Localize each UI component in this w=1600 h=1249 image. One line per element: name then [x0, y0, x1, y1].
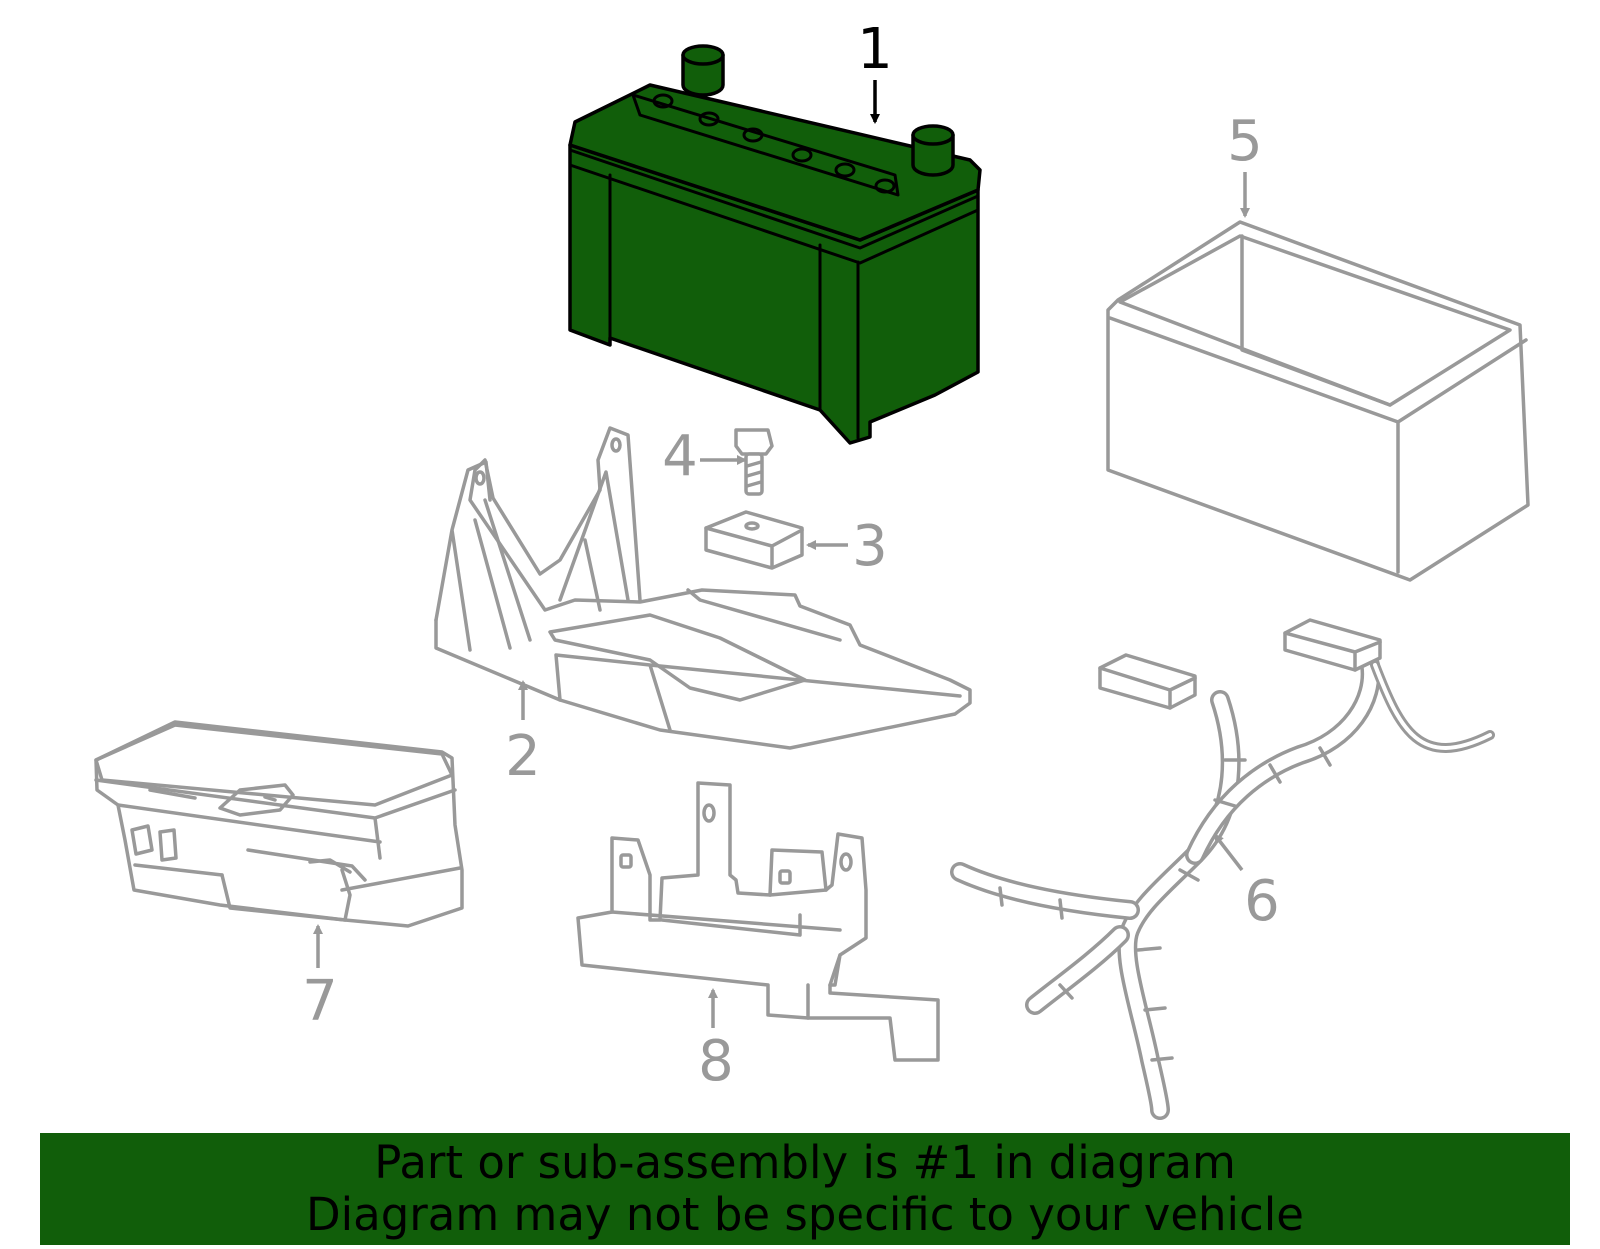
- cover-outer: [1106, 220, 1530, 582]
- bracket-part-8[interactable]: [576, 781, 940, 1062]
- callout-3: 3: [852, 514, 888, 579]
- tray-right-bracket: [558, 470, 630, 612]
- callout-2: 2: [505, 724, 541, 789]
- bracket-edges: [610, 888, 842, 1020]
- fusebox-terminals: [130, 824, 367, 882]
- harness-tape-wraps: [998, 746, 1332, 1062]
- bracket-hole-1: [619, 853, 633, 869]
- wiring-harness-part-6[interactable]: [950, 618, 1495, 1120]
- bracket-hole-2: [778, 869, 792, 885]
- harness-connector-left: [1098, 653, 1197, 710]
- fusebox-front-panel: [220, 868, 352, 922]
- cover-inner-wall: [1240, 234, 1392, 407]
- fuse-box-part-7[interactable]: [94, 720, 464, 928]
- harness-connector-right: [1283, 618, 1382, 672]
- tray-hole-right: [610, 437, 622, 453]
- leader-6: [1213, 833, 1244, 872]
- bracket-body: [576, 781, 940, 1062]
- tray-left-bracket: [434, 460, 532, 652]
- callout-5: 5: [1227, 109, 1263, 174]
- fusebox-latch: [148, 783, 295, 817]
- callout-1: 1: [857, 17, 893, 82]
- battery-vent-strip: [631, 93, 900, 197]
- battery-rim-lower: [568, 163, 980, 265]
- harness-branch-right-core: [1188, 658, 1378, 862]
- tray-floor: [548, 613, 807, 702]
- tray-tab: [686, 588, 842, 642]
- battery-terminal-positive: [681, 44, 725, 97]
- callout-7: 7: [302, 969, 338, 1034]
- battery-tray-part-2[interactable]: [434, 426, 972, 750]
- harness-trunk-core: [1120, 693, 1238, 1117]
- tray-hole-left: [474, 470, 486, 486]
- banner-line-disclaimer: Diagram may not be specific to your vehi…: [306, 1188, 1304, 1241]
- notice-banner: Part or sub-assembly is #1 in diagram Di…: [40, 1133, 1570, 1245]
- fusebox-lid-edge: [94, 778, 462, 892]
- bracket-hole-4: [839, 852, 853, 872]
- bracket-hole-3: [702, 803, 716, 823]
- callout-8: 8: [698, 1029, 734, 1094]
- battery-rim: [568, 148, 980, 250]
- fusebox-body: [94, 720, 464, 928]
- battery-part-1[interactable]: [568, 44, 982, 445]
- battery-terminal-negative: [911, 124, 955, 177]
- callout-6: 6: [1244, 869, 1280, 934]
- harness-branch-left-core: [953, 865, 1137, 917]
- banner-line-highlighted-part: Part or sub-assembly is #1 in diagram: [374, 1136, 1236, 1189]
- battery-cover-part-5[interactable]: [1106, 220, 1530, 582]
- harness-branch-lower-core: [1028, 928, 1127, 1012]
- clamp-part-3[interactable]: [704, 510, 804, 570]
- cover-top-edge: [1108, 316, 1528, 424]
- callout-4: 4: [662, 424, 698, 489]
- tray-lip: [554, 653, 962, 732]
- bolt-part-4[interactable]: [734, 428, 774, 496]
- tray-base: [434, 426, 972, 750]
- battery-vent-caps: [652, 93, 896, 194]
